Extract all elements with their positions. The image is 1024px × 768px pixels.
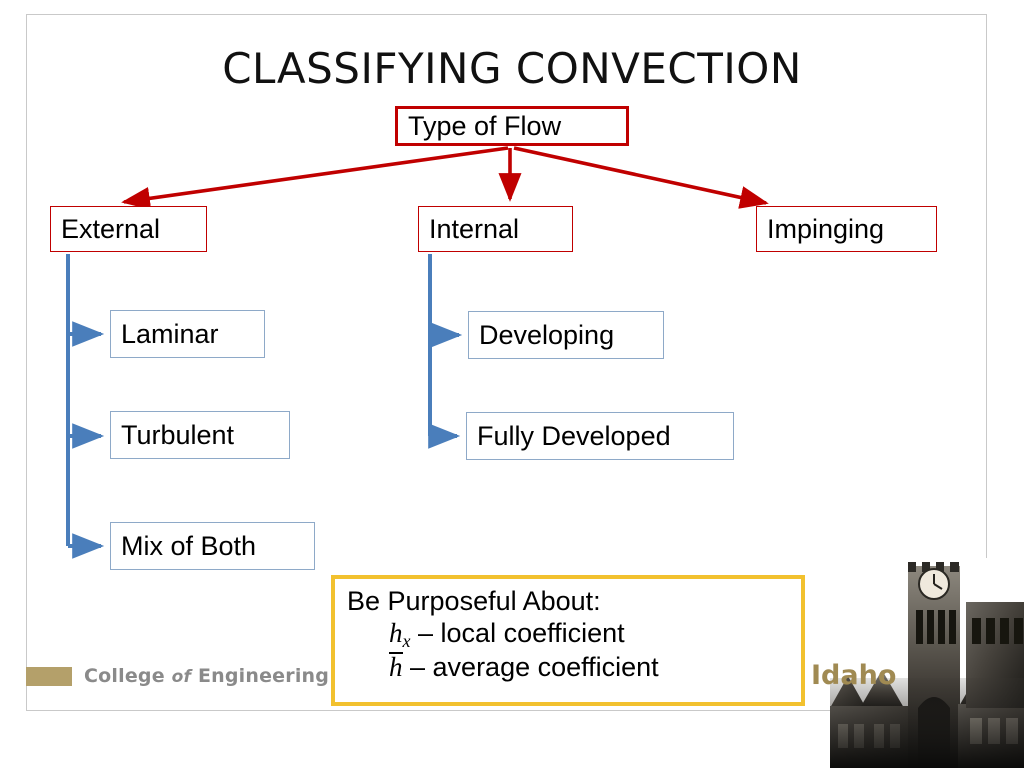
callout-line-average-text: – average coefficient: [410, 652, 659, 683]
node-laminar-label: Laminar: [121, 318, 219, 349]
university-idaho-wordmark: Idaho: [811, 660, 897, 691]
footer-college-mark: College of Engineering: [26, 663, 329, 689]
node-internal-label: Internal: [429, 213, 520, 244]
node-type-of-flow-label: Type of Flow: [408, 110, 562, 141]
node-fully-developed-label: Fully Developed: [477, 420, 671, 451]
engineering-word: Engineering: [197, 665, 330, 687]
callout-line-local: hx – local coefficient: [347, 618, 801, 652]
college-word: College: [84, 665, 165, 687]
node-external-label: External: [61, 213, 161, 244]
brand-swatch: [26, 666, 72, 686]
node-turbulent-label: Turbulent: [121, 419, 235, 450]
node-mix-of-both[interactable]: Mix of Both: [110, 522, 315, 570]
node-turbulent[interactable]: Turbulent: [110, 411, 290, 459]
symbol-h-average: h: [389, 652, 403, 682]
symbol-h-local: hx: [389, 617, 411, 651]
callout-line-average: h – average coefficient: [347, 652, 801, 684]
node-impinging-label: Impinging: [767, 213, 885, 244]
node-internal[interactable]: Internal: [418, 206, 573, 252]
node-laminar[interactable]: Laminar: [110, 310, 265, 358]
node-developing-label: Developing: [479, 319, 615, 350]
college-of-engineering-text: College of Engineering: [84, 665, 329, 687]
node-fully-developed[interactable]: Fully Developed: [466, 412, 734, 460]
of-word: of: [171, 667, 192, 687]
symbol-h-local-base: h: [389, 617, 403, 648]
slide-frame: [26, 14, 987, 711]
node-impinging[interactable]: Impinging: [756, 206, 937, 252]
page-title: CLASSIFYING CONVECTION: [222, 44, 802, 93]
node-mix-of-both-label: Mix of Both: [121, 530, 257, 561]
node-external[interactable]: External: [50, 206, 207, 252]
administration-building-photo: [830, 558, 1024, 768]
symbol-h-local-subscript: x: [402, 630, 411, 651]
node-type-of-flow[interactable]: Type of Flow: [395, 106, 629, 146]
callout-line-local-text: – local coefficient: [418, 617, 625, 648]
callout-heading: Be Purposeful About:: [347, 586, 601, 616]
node-developing[interactable]: Developing: [468, 311, 664, 359]
symbol-h-average-base: h: [389, 652, 403, 683]
callout-box: Be Purposeful About: hx – local coeffici…: [331, 575, 805, 706]
